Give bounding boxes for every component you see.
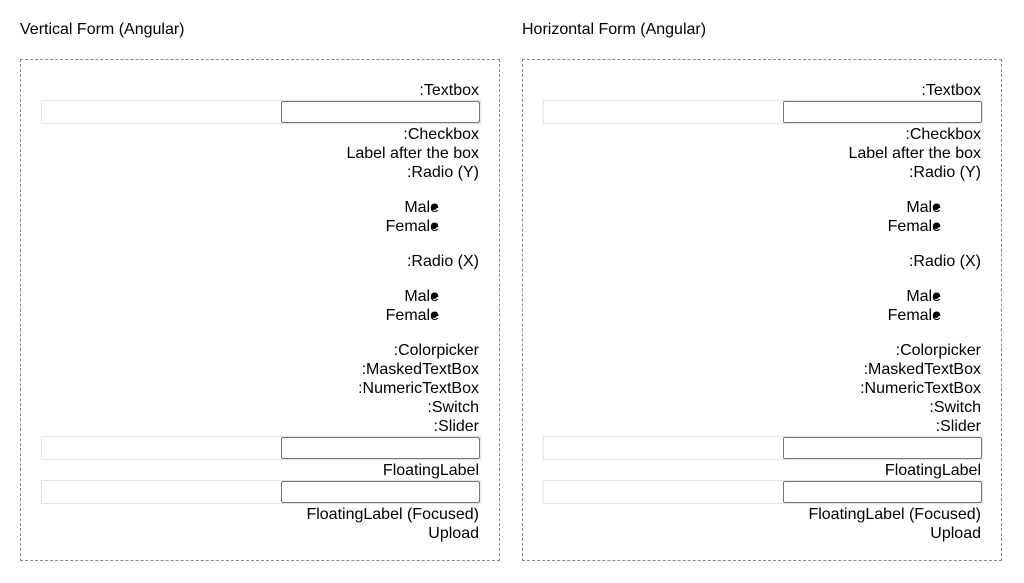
bullet-icon xyxy=(933,312,939,318)
textbox-input[interactable] xyxy=(783,101,982,123)
numeric-textbox-label: :NumericTextBox xyxy=(860,380,981,397)
radio-x-label: :Radio (X) xyxy=(908,253,981,270)
numeric-textbox-label: :NumericTextBox xyxy=(358,380,479,397)
checkbox-after-label[interactable]: Label after the box xyxy=(848,145,981,162)
radio-y-label: :Radio (Y) xyxy=(406,164,479,181)
textbox-label: :Textbox xyxy=(921,82,981,99)
checkbox-label: :Checkbox xyxy=(905,126,981,143)
floating-label-focused-input[interactable] xyxy=(281,481,480,503)
radio-x-option-female[interactable]: Female xyxy=(385,307,439,324)
radio-x-label: :Radio (X) xyxy=(406,253,479,270)
textbox-field xyxy=(41,100,481,124)
floating-label-input[interactable] xyxy=(281,437,480,459)
floating-label-focused: FloatingLabel (Focused) xyxy=(808,506,981,523)
floating-label: FloatingLabel xyxy=(884,462,981,479)
slider-label: :Slider xyxy=(935,418,981,435)
radio-x-option-male[interactable]: Male xyxy=(906,288,941,305)
slider-label: :Slider xyxy=(433,418,479,435)
radio-y-option-male[interactable]: Male xyxy=(404,199,439,216)
masked-textbox-label: :MaskedTextBox xyxy=(863,361,981,378)
radio-y-option-female[interactable]: Female xyxy=(385,218,439,235)
radio-y-option-male[interactable]: Male xyxy=(906,199,941,216)
switch-label: :Switch xyxy=(929,399,981,416)
floating-label-focused-field xyxy=(543,480,983,504)
bullet-icon xyxy=(933,293,939,299)
upload-label[interactable]: Upload xyxy=(930,525,981,542)
floating-label: FloatingLabel xyxy=(382,462,479,479)
masked-textbox-label: :MaskedTextBox xyxy=(361,361,479,378)
bullet-icon xyxy=(933,204,939,210)
bullet-icon xyxy=(431,312,437,318)
colorpicker-label: :Colorpicker xyxy=(895,342,981,359)
bullet-icon xyxy=(431,293,437,299)
switch-label: :Switch xyxy=(427,399,479,416)
floating-label-focused: FloatingLabel (Focused) xyxy=(306,506,479,523)
horizontal-form: :Textbox :Checkbox Label after the box :… xyxy=(522,59,1002,561)
textbox-label: :Textbox xyxy=(419,82,479,99)
bullet-icon xyxy=(431,223,437,229)
bullet-icon xyxy=(431,204,437,210)
floating-label-field xyxy=(543,436,983,460)
radio-y-label: :Radio (Y) xyxy=(908,164,981,181)
floating-label-focused-input[interactable] xyxy=(783,481,982,503)
vertical-form-title: Vertical Form (Angular) xyxy=(20,21,185,38)
checkbox-label: :Checkbox xyxy=(403,126,479,143)
checkbox-after-label[interactable]: Label after the box xyxy=(346,145,479,162)
upload-label[interactable]: Upload xyxy=(428,525,479,542)
vertical-form: :Textbox :Checkbox Label after the box :… xyxy=(20,59,500,561)
floating-label-focused-field xyxy=(41,480,481,504)
radio-x-option-female[interactable]: Female xyxy=(887,307,941,324)
colorpicker-label: :Colorpicker xyxy=(393,342,479,359)
bullet-icon xyxy=(933,223,939,229)
floating-label-field xyxy=(41,436,481,460)
radio-y-option-female[interactable]: Female xyxy=(887,218,941,235)
floating-label-input[interactable] xyxy=(783,437,982,459)
textbox-field xyxy=(543,100,983,124)
radio-x-option-male[interactable]: Male xyxy=(404,288,439,305)
horizontal-form-title: Horizontal Form (Angular) xyxy=(522,21,707,38)
textbox-input[interactable] xyxy=(281,101,480,123)
